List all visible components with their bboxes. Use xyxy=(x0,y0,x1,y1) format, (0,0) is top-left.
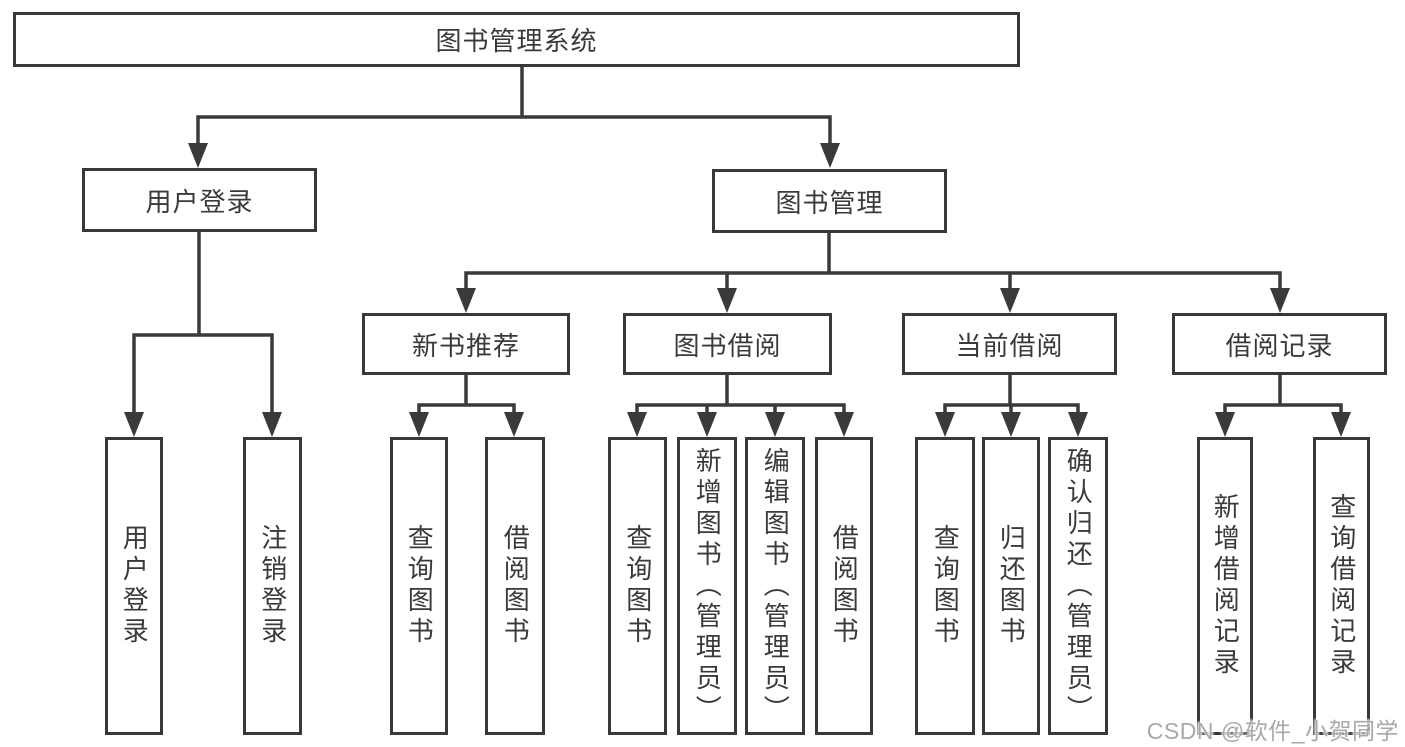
leaf-label: 归还图书 xyxy=(996,524,1027,648)
leaf-borrow-books-recommend: 借阅图书 xyxy=(485,437,545,735)
csdn-watermark: CSDN @软件_小贺同学 xyxy=(1146,718,1399,744)
leaf-add-books-admin: 新增图书（管理员） xyxy=(677,437,737,735)
leaf-label: 新增图书（管理员） xyxy=(692,446,723,726)
leaf-return-books: 归还图书 xyxy=(982,437,1040,735)
leaf-query-books-current: 查询图书 xyxy=(915,437,975,735)
arrowhead xyxy=(1270,288,1290,313)
leaf-logout-login: 注销登录 xyxy=(243,437,302,735)
leaf-confirm-return-admin: 确认归还（管理员） xyxy=(1048,437,1108,735)
leaf-label: 借阅图书 xyxy=(500,524,531,648)
leaf-label: 用户登录 xyxy=(119,524,150,648)
arrowhead xyxy=(124,412,144,437)
leaf-label: 借阅图书 xyxy=(829,524,860,648)
arrowhead xyxy=(717,288,737,313)
leaf-query-borrow-record: 查询借阅记录 xyxy=(1313,437,1370,735)
leaf-query-books-borrowing: 查询图书 xyxy=(608,437,667,735)
arrowhead xyxy=(504,412,524,437)
arrowhead xyxy=(627,412,647,437)
arrowhead xyxy=(1068,412,1088,437)
node-new-book-recommendation: 新书推荐 xyxy=(362,313,570,375)
node-library-management-system: 图书管理系统 xyxy=(13,12,1020,67)
leaf-label: 查询图书 xyxy=(930,524,961,648)
arrowhead xyxy=(834,412,854,437)
arrowhead xyxy=(765,412,785,437)
arrowhead xyxy=(1000,288,1020,313)
leaf-query-books-recommend: 查询图书 xyxy=(390,437,448,735)
leaf-label: 注销登录 xyxy=(257,524,288,648)
leaf-edit-books-admin: 编辑图书（管理员） xyxy=(745,437,805,735)
arrowhead xyxy=(1215,412,1235,437)
arrowhead xyxy=(1331,412,1351,437)
leaf-label: 查询图书 xyxy=(404,524,435,648)
arrowhead xyxy=(820,143,840,168)
leaf-label: 新增借阅记录 xyxy=(1210,493,1241,679)
node-current-borrowing: 当前借阅 xyxy=(902,313,1117,375)
arrowhead xyxy=(188,143,208,168)
leaf-borrow-books-borrowing: 借阅图书 xyxy=(815,437,873,735)
leaf-label: 查询借阅记录 xyxy=(1326,493,1357,679)
leaf-add-borrow-record: 新增借阅记录 xyxy=(1197,437,1253,735)
arrowhead xyxy=(697,412,717,437)
leaf-label: 编辑图书（管理员） xyxy=(760,446,791,726)
node-book-borrowing: 图书借阅 xyxy=(623,313,832,375)
arrowhead xyxy=(456,288,476,313)
node-borrowing-records: 借阅记录 xyxy=(1172,313,1387,375)
leaf-label: 查询图书 xyxy=(622,524,653,648)
leaf-user-login: 用户登录 xyxy=(105,437,163,735)
arrowhead xyxy=(262,412,282,437)
arrowhead xyxy=(409,412,429,437)
node-user-login: 用户登录 xyxy=(82,168,317,232)
arrowhead xyxy=(1001,412,1021,437)
leaf-label: 确认归还（管理员） xyxy=(1063,446,1094,726)
arrowhead xyxy=(935,412,955,437)
node-book-management: 图书管理 xyxy=(712,169,947,233)
